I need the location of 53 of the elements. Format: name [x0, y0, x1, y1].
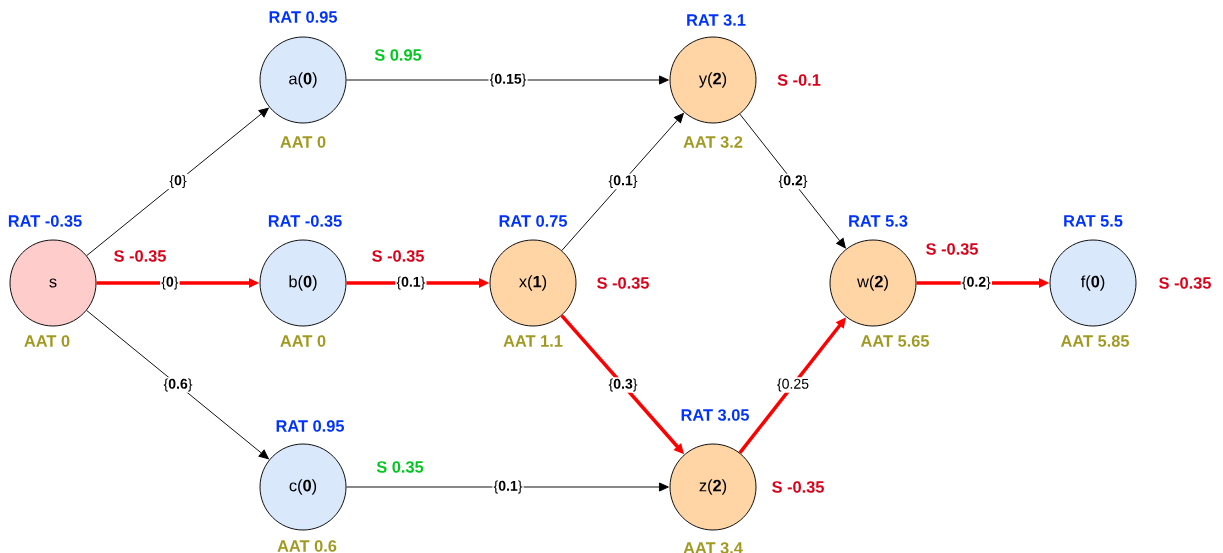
- arrival-time-label: AAT 3.4: [683, 542, 743, 553]
- slack-label: S -0.35: [597, 277, 649, 289]
- required-time-label: RAT 0.75: [499, 215, 568, 227]
- required-time-label: RAT 3.05: [681, 409, 750, 421]
- edge-label: {0.3}: [608, 378, 638, 392]
- arrival-time-label: AAT 5.65: [860, 335, 930, 347]
- arrival-time-label: AAT 0: [280, 136, 326, 148]
- graph-node: w(2): [829, 239, 917, 327]
- slack-label: S 0.35: [376, 461, 424, 473]
- required-time-label: RAT 0.95: [276, 420, 345, 432]
- arrow: [86, 310, 269, 460]
- arrival-time-label: AAT 1.1: [503, 335, 563, 347]
- edge-label: {0.2}: [778, 174, 808, 189]
- slack-label: S -0.35: [772, 481, 824, 493]
- arrow: [739, 113, 846, 249]
- slack-label: S -0.35: [1159, 277, 1211, 289]
- required-time-label: RAT -0.35: [8, 215, 82, 227]
- arrow: [86, 107, 269, 257]
- edge-label: {0.1}: [608, 174, 638, 189]
- edge-label: {0.1}: [493, 480, 523, 494]
- arrival-time-label: AAT 0.6: [277, 540, 337, 552]
- arrival-time-label: AAT 3.2: [683, 136, 743, 148]
- required-time-label: RAT 5.3: [849, 215, 908, 227]
- graph-node: f(0): [1049, 239, 1137, 327]
- graph-node: c(0): [259, 443, 347, 531]
- required-time-label: RAT 0.95: [269, 11, 338, 23]
- graph-node: a(0): [259, 36, 347, 124]
- required-time-label: RAT -0.35: [268, 215, 342, 227]
- arrow: [561, 112, 684, 251]
- required-time-label: RAT 3.1: [687, 14, 746, 26]
- graph-node: b(0): [259, 239, 347, 327]
- edge-label: {0}: [169, 174, 187, 189]
- arrival-time-label: AAT 5.85: [1060, 335, 1130, 347]
- graph-node: y(2): [669, 36, 757, 124]
- edge-label: {0.25: [777, 378, 809, 392]
- slack-label: S -0.1: [777, 74, 821, 86]
- arrow: [346, 482, 669, 492]
- edge-label: {0.6}: [163, 378, 193, 392]
- edge-label: {0.15}: [489, 73, 527, 87]
- slack-label: S -0.35: [926, 243, 978, 255]
- graph-node: z(2): [669, 443, 757, 531]
- graph-node: x(1): [489, 239, 577, 327]
- slack-label: S -0.35: [372, 250, 424, 262]
- slack-label: S 0.95: [374, 49, 422, 61]
- arrival-time-label: AAT 0: [280, 335, 326, 347]
- graph-node: s: [9, 239, 97, 327]
- slack-label: S -0.35: [114, 250, 166, 262]
- required-time-label: RAT 5.5: [1064, 215, 1123, 227]
- edge-label: {0.1}: [396, 276, 426, 290]
- edge-label: {0.2}: [962, 276, 991, 290]
- arrival-time-label: AAT 0: [24, 335, 70, 347]
- edge-label: {0}: [161, 276, 179, 290]
- arrow: [346, 75, 669, 85]
